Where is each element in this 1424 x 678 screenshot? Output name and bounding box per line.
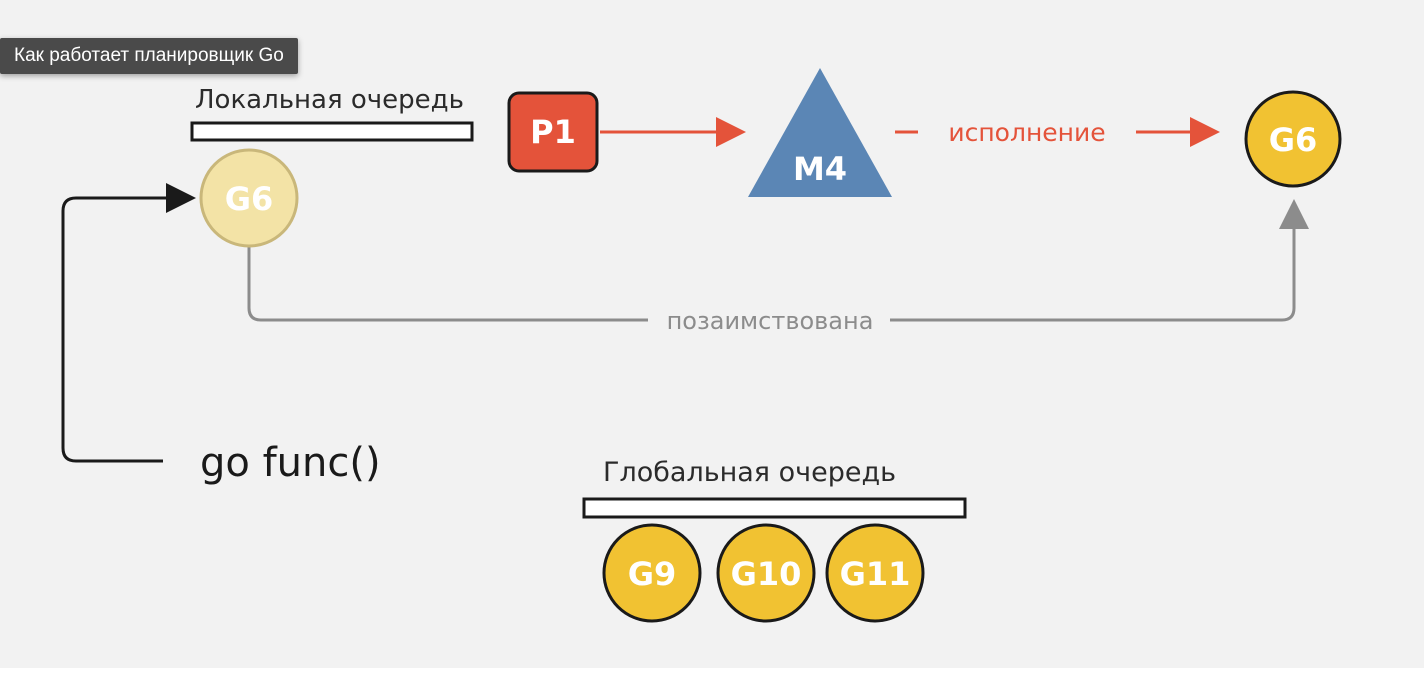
machine-label: M4 xyxy=(793,150,847,188)
execution-label: исполнение xyxy=(948,118,1105,147)
global-queue-bar xyxy=(582,497,967,519)
stolen-path-right xyxy=(890,199,1309,322)
spawn-code-label: go func() xyxy=(200,440,381,486)
global-goroutine-circle xyxy=(716,523,816,623)
global-queue-label: Глобальная очередь xyxy=(603,457,896,488)
stolen-path-left xyxy=(247,245,648,322)
spawn-arrow xyxy=(61,183,196,463)
global-goroutine-label: G10 xyxy=(731,555,802,593)
global-goroutine-label: G9 xyxy=(628,555,677,593)
local-queue-bar xyxy=(190,121,474,142)
global-goroutine-label: G11 xyxy=(840,555,911,593)
global-goroutine-circle xyxy=(825,523,925,623)
running-goroutine-label: G6 xyxy=(1269,121,1318,159)
running-goroutine-circle xyxy=(1244,90,1342,188)
stolen-label: позаимствована xyxy=(667,307,874,335)
queued-goroutine-label: G6 xyxy=(225,180,274,218)
local-queue-label: Локальная очередь xyxy=(195,85,464,115)
machine-triangle xyxy=(748,68,892,197)
image-tooltip: Как работает планировщик Go xyxy=(0,38,298,74)
processor-label: P1 xyxy=(530,113,576,151)
queued-goroutine-circle xyxy=(199,148,299,248)
global-goroutine-circle xyxy=(602,523,702,623)
processor-box xyxy=(507,91,599,173)
